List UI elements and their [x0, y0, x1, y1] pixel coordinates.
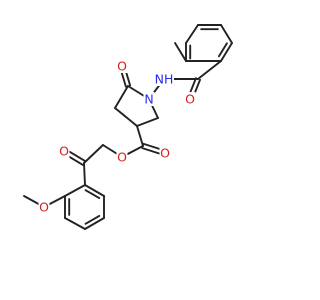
atom-n1: N: [143, 92, 155, 107]
bond-r2_c-r2_d: [84, 217, 105, 230]
bond-r2_f-r2_a: [64, 184, 86, 197]
bond-r2_c-r2_d-inner: [84, 214, 101, 225]
atom-ester_o: O: [116, 150, 128, 165]
bond-r1_a-amide_c: [197, 60, 222, 80]
bond-r1_f-r1_a: [220, 42, 233, 62]
atom-keto_o: O: [58, 144, 70, 159]
bond-c4-c3: [114, 107, 138, 127]
bond-r1_f-r1_a-inner: [218, 42, 228, 58]
bond-r2_d-r2_e: [64, 217, 86, 230]
atom-o5: O: [116, 59, 128, 74]
atom-label-ester_o_dbl: O: [160, 146, 170, 161]
atom-label-ester_o: O: [117, 150, 127, 165]
atom-label-amide_o: O: [185, 92, 195, 107]
bond-c3-ester_c: [136, 125, 144, 147]
atom-label-nh: NH: [155, 72, 174, 87]
atom-label-o5: O: [117, 59, 127, 74]
atom-label-keto_o: O: [59, 144, 69, 159]
bond-me_c-r1_b: [174, 42, 187, 62]
atom-amide_o: O: [184, 92, 196, 107]
atom-labels-layer: O NHN O O O O O: [38, 59, 196, 215]
atom-ester_o_dbl: O: [159, 146, 171, 161]
bond-c5-c4: [114, 85, 129, 109]
bond-r2_a-r2_b: [84, 184, 105, 197]
atom-label-ome_o: O: [39, 200, 49, 215]
bond-r2_a-r2_b-inner: [84, 189, 101, 200]
atom-label-n1: N: [144, 92, 153, 107]
bond-r1_e-r1_f: [220, 24, 233, 44]
bond-r1_c-r1_d: [185, 24, 199, 44]
bond-keto_c-r2_a: [83, 162, 86, 186]
bond-ch2-keto_c: [83, 144, 104, 164]
molecule-structure-diagram: O NHN O O O O O: [23, 24, 233, 230]
atom-nh: NH: [154, 72, 174, 87]
bond-c3-c2: [136, 117, 159, 127]
atom-ome_o: O: [38, 200, 50, 215]
bonds-layer: [23, 24, 233, 230]
